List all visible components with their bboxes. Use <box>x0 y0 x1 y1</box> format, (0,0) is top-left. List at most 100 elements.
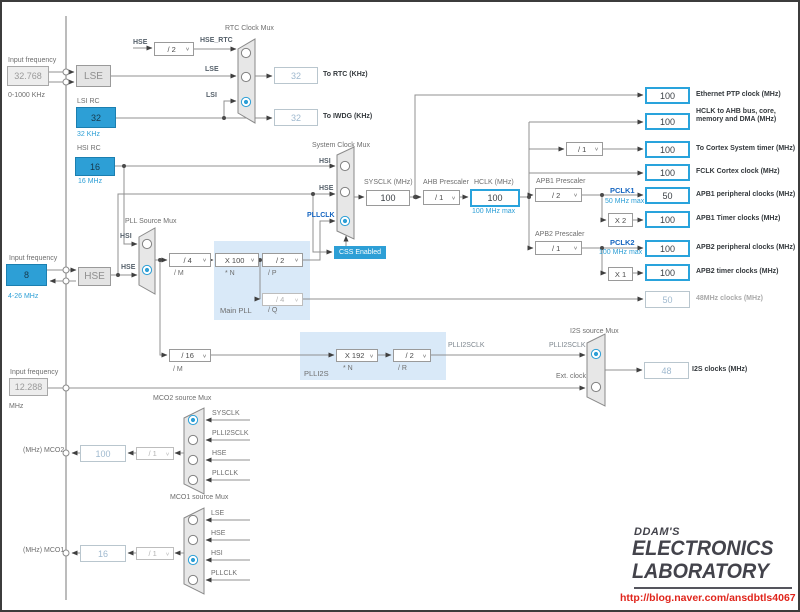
apb2-timer-value-box[interactable]: 100 <box>645 264 690 281</box>
radio-sys-pllclk-dot <box>342 218 348 224</box>
watermark-logo: DDAM'S ELECTRONICS LABORATORY http://blo… <box>614 520 798 610</box>
radio-rtc-lse[interactable] <box>240 71 252 83</box>
mco2-source-mux-shape <box>183 407 205 495</box>
apb1-timer-value-box[interactable]: 100 <box>645 211 690 228</box>
plli2s-n-multiplier-dropdown[interactable]: X 192∨ <box>336 349 378 362</box>
apb2-prescaler-dropdown[interactable]: / 1∨ <box>535 241 582 255</box>
radio-i2s-pll-dot <box>593 351 599 357</box>
pll-hse-wire-label: HSE <box>121 264 136 271</box>
rtc-hse-wire-label: HSE <box>133 39 148 46</box>
radio-mco2-hse[interactable] <box>187 454 199 466</box>
pclk2-max-note: 100 MHz max <box>599 249 643 256</box>
fclk-value-box[interactable]: 100 <box>645 164 690 181</box>
to-rtc-label: To RTC (KHz) <box>323 71 368 78</box>
hclk-ahb-label: HCLK to AHB bus, core, memory and DMA (M… <box>696 108 777 123</box>
mco2-value-box: 100 <box>80 445 126 462</box>
i2s-mux-pll-input-label: PLLI2SCLK <box>549 342 586 349</box>
apb2-timer-multiplier: X 1 <box>608 267 633 281</box>
apb1-peripheral-value-box[interactable]: 50 <box>645 187 690 204</box>
hclk-value-box[interactable]: 100 <box>470 189 520 207</box>
pll-hsi-wire-label: HSI <box>120 233 132 240</box>
to-rtc-value-box: 32 <box>274 67 318 84</box>
hse-input-frequency-field[interactable]: 8 <box>6 264 47 286</box>
radio-pll-hsi[interactable] <box>141 238 153 250</box>
logo-url[interactable]: http://blog.naver.com/ansdbtls4067 <box>620 592 796 604</box>
radio-mco2-plli2sclk[interactable] <box>187 434 199 446</box>
chevron-down-icon: ∨ <box>294 297 299 303</box>
lsi-title: LSI RC <box>77 98 100 105</box>
radio-mco1-pllclk[interactable] <box>187 574 199 586</box>
pll-n-multiplier-dropdown[interactable]: X 100∨ <box>215 253 259 267</box>
pll-p-divider-dropdown[interactable]: / 2∨ <box>262 253 303 267</box>
cortex-timer-value-box[interactable]: 100 <box>645 141 690 158</box>
logo-line1: DDAM'S <box>634 526 680 538</box>
pll-m-divider-dropdown[interactable]: / 4∨ <box>169 253 211 267</box>
chevron-down-icon: ∨ <box>165 551 170 557</box>
pll-m-label: / M <box>174 270 184 277</box>
radio-mco1-lse[interactable] <box>187 514 199 526</box>
ethernet-ptp-value-box[interactable]: 100 <box>645 87 690 104</box>
apb1-prescaler-dropdown[interactable]: / 2∨ <box>535 188 582 202</box>
mco2-divider-dropdown: / 1∨ <box>136 447 174 460</box>
clk48-label: 48MHz clocks (MHz) <box>696 295 763 302</box>
pll-source-mux-shape <box>138 227 156 295</box>
radio-sys-hse[interactable] <box>339 186 351 198</box>
lse-input-frequency-field[interactable]: 32.768 <box>7 66 49 86</box>
radio-i2s-ext[interactable] <box>590 381 602 393</box>
hclk-label: HCLK (MHz) <box>474 179 514 186</box>
rtc-mux-title: RTC Clock Mux <box>225 25 274 32</box>
hclk-max-note: 100 MHz max <box>472 208 516 215</box>
css-enabled-button[interactable]: CSS Enabled <box>334 246 386 259</box>
i2s-clocks-label: I2S clocks (MHz) <box>692 366 748 373</box>
hclk-ahb-value-box[interactable]: 100 <box>645 113 690 130</box>
mco2-input-plli2sclk-label: PLLI2SCLK <box>212 430 249 437</box>
i2s-ckin-frequency-field[interactable]: 12.288 <box>9 378 48 396</box>
lsi-frequency-note: 32 KHz <box>77 131 100 138</box>
apb2-prescaler-label: APB2 Prescaler <box>535 231 585 238</box>
apb2-peripheral-label: APB2 peripheral clocks (MHz) <box>696 244 796 251</box>
radio-rtc-lsi-dot <box>243 99 249 105</box>
apb1-timer-label: APB1 Timer clocks (MHz) <box>696 215 781 222</box>
plli2s-n-label: * N <box>343 365 353 372</box>
i2s-ckin-frequency-label: Input frequency <box>10 369 59 376</box>
pll-q-label: / Q <box>268 307 278 314</box>
pll-n-label: * N <box>225 270 235 277</box>
apb2-timer-label: APB2 timer clocks (MHz) <box>696 268 779 275</box>
junction-dots <box>116 116 604 277</box>
chevron-down-icon: ∨ <box>594 146 599 153</box>
pclk1-label: PCLK1 <box>610 186 635 195</box>
apb2-peripheral-value-box[interactable]: 100 <box>645 240 690 257</box>
fclk-label: FCLK Cortex clock (MHz) <box>696 168 780 175</box>
system-mux-title: System Clock Mux <box>312 142 370 149</box>
chevron-down-icon: ∨ <box>202 257 207 264</box>
mco1-input-hse-label: HSE <box>211 530 226 537</box>
plli2s-m-divider-dropdown[interactable]: / 16∨ <box>169 349 211 362</box>
plli2s-r-divider-dropdown[interactable]: / 2∨ <box>393 349 431 362</box>
rtc-hse-divider-dropdown[interactable]: / 2∨ <box>154 42 194 56</box>
to-iwdg-value-box: 32 <box>274 109 318 126</box>
sys-hse-wire-label: HSE <box>319 185 334 192</box>
apb1-timer-multiplier: X 2 <box>608 213 633 227</box>
logo-line2: ELECTRONICS <box>632 537 774 560</box>
radio-rtc-hse[interactable] <box>240 47 252 59</box>
radio-pll-hse-dot <box>144 267 150 273</box>
mco2-input-hse-label: HSE <box>212 450 227 457</box>
i2s-mux-title: I2S source Mux <box>570 328 619 335</box>
hse-rtc-wire-label: HSE_RTC <box>200 37 233 44</box>
mco1-value-box: 16 <box>80 545 126 562</box>
radio-mco2-pllclk[interactable] <box>187 474 199 486</box>
sysclk-value-box[interactable]: 100 <box>366 190 410 206</box>
chevron-down-icon: ∨ <box>573 245 578 252</box>
pclk2-label: PCLK2 <box>610 238 635 247</box>
pll-p-label: / P <box>268 270 277 277</box>
mco1-source-mux-shape <box>183 507 205 595</box>
mco2-mux-title: MCO2 source Mux <box>153 395 212 402</box>
mco1-input-hsi-label: HSI <box>211 550 223 557</box>
ahb-prescaler-dropdown[interactable]: / 1∨ <box>423 190 460 205</box>
radio-mco1-hse[interactable] <box>187 534 199 546</box>
mco1-input-pllclk-label: PLLCLK <box>211 570 238 577</box>
cortex-timer-divider-dropdown[interactable]: / 1∨ <box>566 142 603 156</box>
plli2s-r-label: / R <box>398 365 407 372</box>
radio-sys-hsi[interactable] <box>339 160 351 172</box>
